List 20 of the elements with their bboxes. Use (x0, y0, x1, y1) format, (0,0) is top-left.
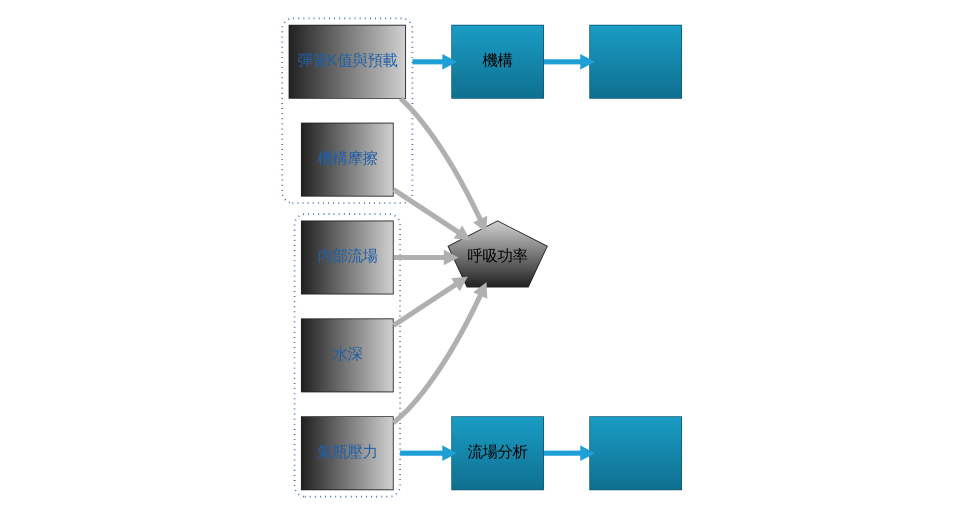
node-box: 機構摩擦 (300, 122, 394, 197)
arrow (392, 187, 470, 240)
node-box: 水深 (300, 318, 394, 392)
node-box (588, 416, 682, 490)
arrow (543, 54, 595, 70)
node-box: 氣瓶壓力 (300, 416, 394, 490)
cluster (280, 18, 413, 204)
arrow (412, 54, 457, 70)
arrow (393, 250, 458, 266)
cluster (293, 213, 400, 498)
node-box (588, 24, 682, 99)
arrow (400, 445, 457, 462)
node-box: 機構 (450, 24, 544, 99)
arrow (392, 276, 468, 328)
node-box: 彈簧K值與預載 (288, 24, 406, 99)
node-box: 內部流場 (300, 220, 394, 295)
arrow (391, 282, 487, 425)
node-box: 流場分析 (450, 416, 544, 490)
arrow (543, 445, 595, 462)
arrow (398, 96, 487, 233)
